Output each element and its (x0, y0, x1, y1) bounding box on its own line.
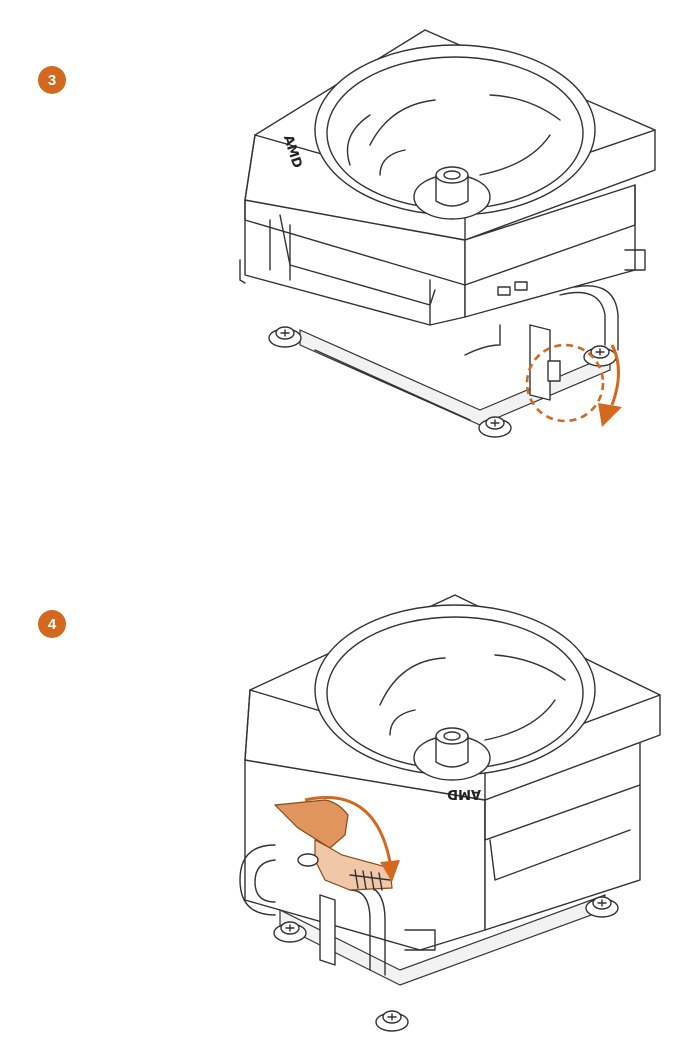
lever-pivot (297, 853, 319, 867)
cooler-lever-unlock-diagram: AMD (239, 29, 656, 438)
rotate-arrow (304, 796, 392, 863)
step-3-badge: 3 (38, 66, 66, 94)
highlight-circle (525, 343, 605, 423)
screw-icon (273, 921, 307, 943)
lever-bracket (319, 894, 336, 966)
step-3-illustration: AMD (230, 25, 670, 465)
connector-port (514, 281, 528, 291)
lever-bracket (529, 324, 551, 401)
retention-bracket (279, 894, 606, 986)
step-4-badge: 4 (38, 610, 66, 638)
screw-icon (585, 896, 619, 918)
cooler-lever (273, 799, 349, 849)
arrow-head-icon (380, 860, 400, 882)
retention-bracket (299, 329, 611, 426)
screw-icon (478, 416, 512, 438)
screw-icon (375, 1010, 409, 1032)
screw-icon (583, 345, 617, 367)
arrow-head-icon (598, 403, 622, 427)
step-4-illustration: AMD (230, 590, 670, 1040)
screw-icon (268, 326, 302, 348)
cooler-lever-lock-diagram: AMD (239, 594, 661, 1032)
connector-port (497, 286, 511, 296)
rotate-arrow (610, 344, 620, 406)
brand-logo: AMD (447, 786, 481, 801)
lever-tab (547, 360, 561, 382)
